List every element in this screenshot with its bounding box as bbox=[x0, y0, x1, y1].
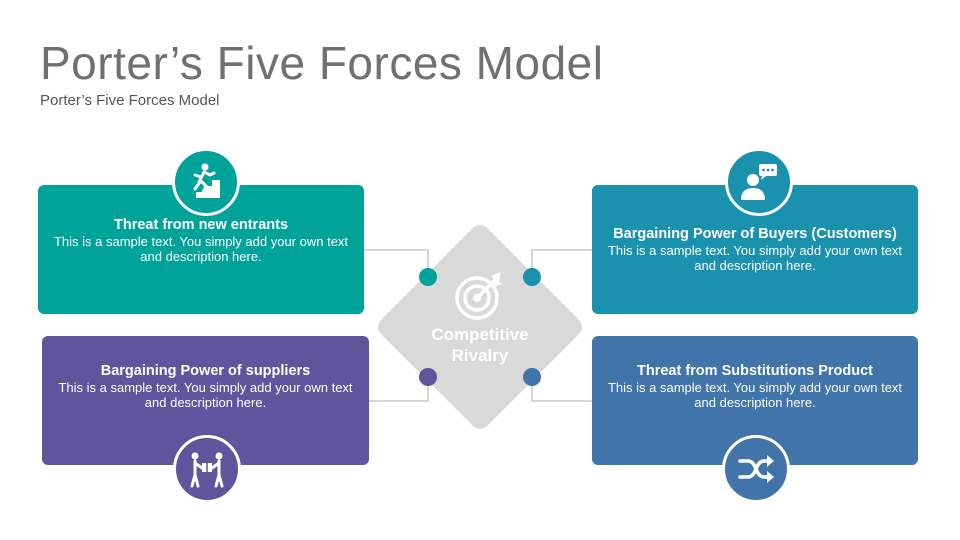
connector-top-left bbox=[364, 249, 429, 277]
center-label-line2: Rivalry bbox=[451, 346, 509, 365]
connector-dot-bottom-left bbox=[419, 368, 437, 386]
force-heading: Threat from Substitutions Product bbox=[636, 363, 874, 379]
connector-top-right bbox=[531, 249, 592, 277]
connector-dot-top-right bbox=[523, 268, 541, 286]
connector-dot-top-left bbox=[419, 268, 437, 286]
connector-bottom-right bbox=[531, 377, 592, 402]
force-description: This is a sample text. You simply add yo… bbox=[53, 234, 349, 264]
handover-icon bbox=[173, 435, 241, 503]
center-label-line1: Competitive bbox=[431, 325, 529, 344]
slide-title: Porter’s Five Forces Model bbox=[40, 37, 604, 89]
stairs-runner-icon bbox=[172, 148, 240, 216]
force-description: This is a sample text. You simply add yo… bbox=[607, 243, 903, 273]
target-icon bbox=[455, 272, 503, 320]
force-description: This is a sample text. You simply add yo… bbox=[58, 380, 353, 410]
force-heading: Bargaining Power of Buyers (Customers) bbox=[613, 226, 897, 242]
customer-chat-icon bbox=[725, 148, 793, 216]
slide-subtitle: Porter’s Five Forces Model bbox=[40, 92, 220, 109]
force-heading: Bargaining Power of suppliers bbox=[100, 363, 311, 379]
shuffle-icon bbox=[722, 435, 790, 503]
force-description: This is a sample text. You simply add yo… bbox=[607, 380, 903, 410]
force-heading: Threat from new entrants bbox=[113, 217, 289, 233]
connector-dot-bottom-right bbox=[523, 368, 541, 386]
center-label: Competitive Rivalry bbox=[405, 324, 555, 366]
